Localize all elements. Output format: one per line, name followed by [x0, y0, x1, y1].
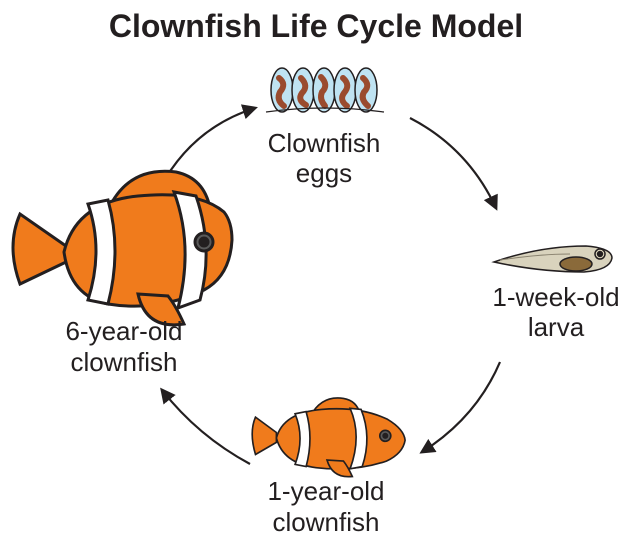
- adult-label-line2: clownfish: [71, 347, 178, 377]
- larva-label-line2: larva: [528, 312, 585, 342]
- young-label-line1: 1-year-old: [267, 476, 384, 506]
- arrow-young-to-adult: [162, 390, 250, 464]
- eggs-label-line1: Clownfish: [268, 128, 381, 158]
- larva-label-line1: 1-week-old: [492, 282, 619, 312]
- young-label-line2: clownfish: [273, 507, 380, 537]
- larva-illustration: [494, 246, 612, 272]
- clownfish-eggs-illustration: [266, 68, 384, 112]
- eggs-label-line2: eggs: [296, 158, 352, 188]
- diagram-title: Clownfish Life Cycle Model: [109, 8, 523, 44]
- young-clownfish-illustration: [252, 398, 405, 477]
- adult-label-line1: 6-year-old: [65, 316, 182, 346]
- arrow-larva-to-young: [422, 362, 500, 452]
- arrow-eggs-to-larva: [410, 118, 496, 208]
- adult-clownfish-illustration: [13, 171, 232, 325]
